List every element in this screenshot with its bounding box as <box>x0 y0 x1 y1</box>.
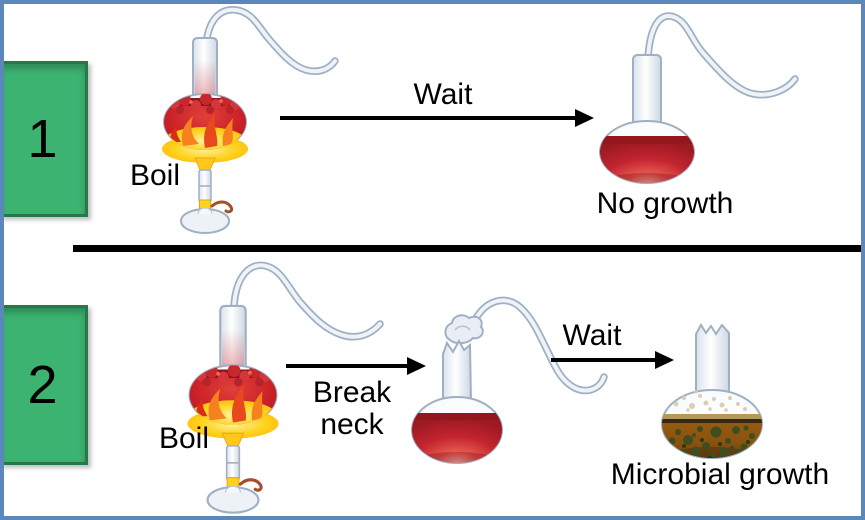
step1-result-label: No growth <box>596 187 734 220</box>
step1-wait-label: Wait <box>413 78 473 111</box>
step2-break-neck-arrow-icon <box>286 357 426 375</box>
step1-wait-arrow-icon <box>280 109 594 127</box>
step2-boil-flask-icon <box>187 261 384 512</box>
step1-boil-label: Boil <box>129 159 181 192</box>
step-1-number: 1 <box>27 109 58 169</box>
step2-broken-neck-flask-icon <box>411 296 608 464</box>
step2-wait-arrow-icon <box>551 351 674 369</box>
step2-wait-label: Wait <box>562 319 622 352</box>
step2-boil-label: Boil <box>158 422 210 455</box>
swan-neck-tube-icon <box>202 6 339 76</box>
swan-neck-tube-icon <box>644 12 799 99</box>
step1-no-growth-flask-icon <box>599 12 799 184</box>
step-2-number: 2 <box>27 355 58 415</box>
row-divider <box>73 245 861 252</box>
step-1-box: 1 <box>0 61 88 217</box>
detached-swan-neck-tube-icon <box>444 296 608 395</box>
step2-result-label: Microbial growth <box>610 458 830 491</box>
swan-neck-tube-icon <box>230 261 384 341</box>
flask-condensation-specks <box>673 390 747 412</box>
step2-microbial-growth-flask-icon <box>661 323 763 459</box>
step2-break-neck-label: Break neck <box>312 376 392 442</box>
step1-boil-flask-icon <box>162 6 339 233</box>
step-2-box: 2 <box>0 305 88 465</box>
